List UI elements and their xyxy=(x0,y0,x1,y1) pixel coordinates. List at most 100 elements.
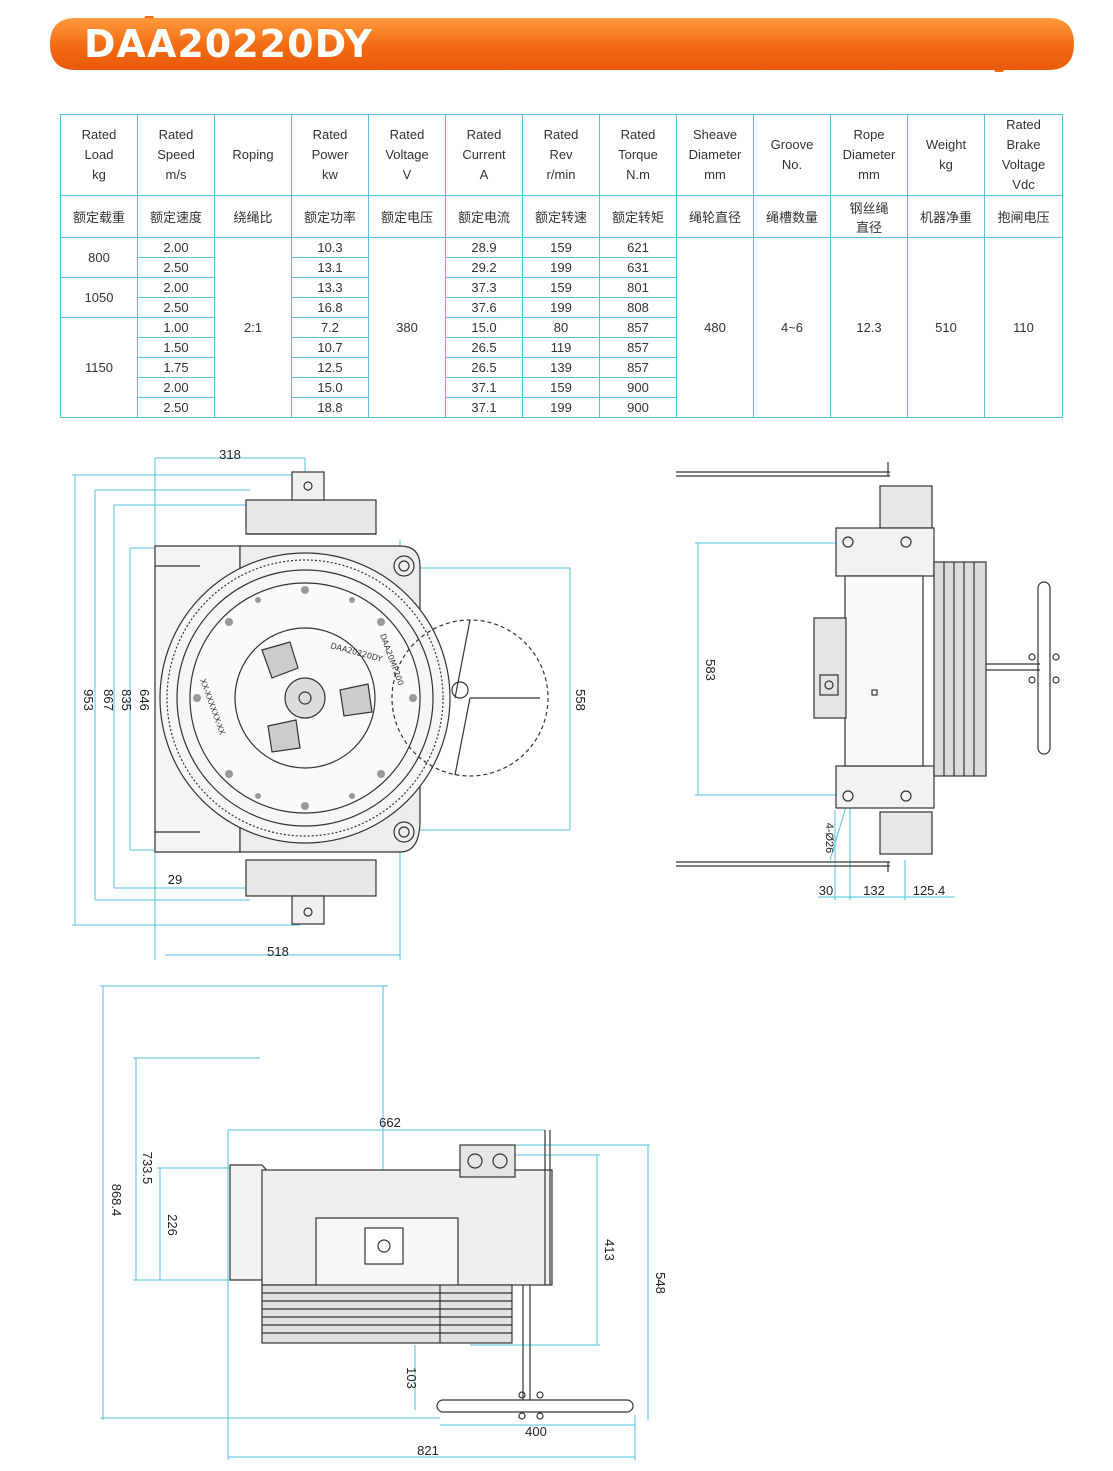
dim-413: 413 xyxy=(602,1239,617,1261)
cell-weight: 510 xyxy=(907,237,985,418)
dim-835: 835 xyxy=(119,689,134,711)
header-en-line: Rev xyxy=(549,147,573,162)
cell-speed: 2.50 xyxy=(137,257,215,278)
header-en-line: Roping xyxy=(232,147,274,162)
cell-torque: 900 xyxy=(599,377,677,398)
front-view-drawing xyxy=(154,471,549,925)
header-cn-cell: 额定载重 xyxy=(60,195,138,238)
header-en-line: Torque xyxy=(618,147,658,162)
cell-speed: 2.00 xyxy=(137,237,215,258)
header-row-cn: 额定载重额定速度绕绳比额定功率额定电压额定电流额定转速额定转矩绳轮直径绳槽数量钢… xyxy=(60,195,1063,238)
dim-125-4: 125.4 xyxy=(913,883,946,898)
header-en-line: N.m xyxy=(626,167,650,182)
cell-current: 37.6 xyxy=(445,297,523,318)
header-en-line: Brake xyxy=(1006,137,1041,152)
cell-torque: 631 xyxy=(599,257,677,278)
dim-30: 30 xyxy=(819,883,833,898)
header-en-cell: Roping xyxy=(214,114,292,196)
cell-roping: 2:1 xyxy=(214,237,292,418)
cell-power: 10.3 xyxy=(291,237,369,258)
header-en-line: Sheave xyxy=(692,127,738,142)
cell-sheave: 480 xyxy=(676,237,754,418)
cell-rev: 159 xyxy=(522,277,600,298)
cell-power: 10.7 xyxy=(291,337,369,358)
header-en-line: mm xyxy=(858,167,880,182)
cell-torque: 801 xyxy=(599,277,677,298)
header-en-line: kg xyxy=(939,157,953,172)
cell-torque: 857 xyxy=(599,337,677,358)
cell-load: 1050 xyxy=(60,277,138,318)
dim-holes: 4-Ø26 xyxy=(823,823,835,854)
cell-load: 800 xyxy=(60,237,138,278)
cell-brake: 110 xyxy=(984,237,1063,418)
header-en-line: Groove xyxy=(770,137,814,152)
header-en-line: Rated xyxy=(312,127,348,142)
header-cn-cell: 额定速度 xyxy=(137,195,215,238)
cell-rev: 80 xyxy=(522,317,600,338)
side-view-labels: 583 30 132 125.4 4-Ø26 xyxy=(703,659,945,898)
header-en-line: Diameter xyxy=(842,147,896,162)
dim-29: 29 xyxy=(168,872,182,887)
header-en-line: mm xyxy=(704,167,726,182)
header-en-line: Rated xyxy=(81,127,117,142)
header-en-line: Voltage xyxy=(1001,157,1046,172)
cell-voltage: 380 xyxy=(368,237,446,418)
dim-868-4: 868.4 xyxy=(109,1184,124,1217)
dim-132: 132 xyxy=(863,883,885,898)
header-cn-cell: 绕绳比 xyxy=(214,195,292,238)
cell-rev: 139 xyxy=(522,357,600,378)
cell-rev: 119 xyxy=(522,337,600,358)
header-en-line: Voltage xyxy=(385,147,429,162)
page-title: DAA20220DY xyxy=(84,22,373,66)
cell-grooves: 4~6 xyxy=(753,237,831,418)
header-en-line: r/min xyxy=(546,167,576,182)
cell-current: 37.1 xyxy=(445,397,523,418)
header-en-line: Rated xyxy=(389,127,425,142)
header-cn-cell: 额定功率 xyxy=(291,195,369,238)
header-en-line: A xyxy=(479,167,489,182)
header-cn-cell: 额定转速 xyxy=(522,195,600,238)
cell-power: 16.8 xyxy=(291,297,369,318)
cell-speed: 1.00 xyxy=(137,317,215,338)
header-en-line: V xyxy=(402,167,412,182)
cell-speed: 2.00 xyxy=(137,277,215,298)
header-en-line: Vdc xyxy=(1012,177,1035,192)
header-en-line: Speed xyxy=(157,147,195,162)
header-en-line: Diameter xyxy=(688,147,742,162)
dim-400: 400 xyxy=(525,1424,547,1439)
top-view-labels: 662 868.4 733.5 226 413 548 821 103 400 xyxy=(109,1115,668,1458)
cell-torque: 900 xyxy=(599,397,677,418)
header-en-line: Rope xyxy=(853,127,885,142)
header-en-line: Weight xyxy=(925,137,967,152)
header-en-line: m/s xyxy=(165,167,187,182)
cell-torque: 621 xyxy=(599,237,677,258)
technical-drawings: 318 518 953 867 835 646 558 29 DAA20220D… xyxy=(72,447,1060,1460)
header-cn-cell: 额定电压 xyxy=(368,195,446,238)
cell-power: 15.0 xyxy=(291,377,369,398)
cell-torque: 857 xyxy=(599,317,677,338)
cell-rope: 12.3 xyxy=(830,237,908,418)
header-en-cell: Weight kg xyxy=(907,114,985,196)
header-en-line: Rated xyxy=(543,127,579,142)
dim-318: 318 xyxy=(219,447,241,462)
cell-power: 18.8 xyxy=(291,397,369,418)
dim-558: 558 xyxy=(573,689,588,711)
side-view-drawing xyxy=(676,462,1060,872)
cell-power: 13.3 xyxy=(291,277,369,298)
header-cn-cell: 绳槽数量 xyxy=(753,195,831,238)
header-en-line: No. xyxy=(781,157,803,172)
header-cn-cell: 额定电流 xyxy=(445,195,523,238)
cell-speed: 1.75 xyxy=(137,357,215,378)
dim-821: 821 xyxy=(417,1443,439,1458)
